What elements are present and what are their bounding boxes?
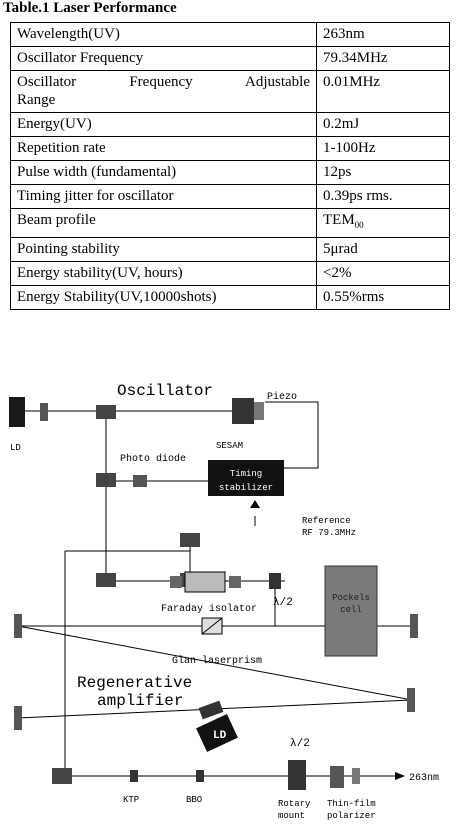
param-cell: Energy(UV) [10, 112, 317, 137]
value-cell: TEM00 [316, 208, 450, 238]
table-row: Energy(UV) 0.2mJ [10, 112, 450, 137]
laser-system-diagram: Oscillator Piezo LD SESAM Photo diode Ti… [9, 382, 439, 821]
half-wave-label: λ/2 [290, 738, 310, 750]
param-cell: Repetition rate [10, 136, 317, 161]
table-row: Energy Stability(UV,10000shots) 0.55%rms [10, 285, 450, 310]
oscillator-label: Oscillator [117, 382, 213, 400]
table-row: Repetition rate 1-100Hz [10, 136, 450, 161]
piezo-label: Piezo [267, 391, 297, 403]
param-text-line1: Oscillator Frequency Adjustable [17, 74, 310, 90]
timing-stabilizer-label: stabilizer [219, 483, 273, 493]
value-cell: 0.39ps rms. [316, 184, 450, 209]
table-row: Pointing stability 5μrad [10, 237, 450, 262]
pockels-cell-box [324, 565, 378, 657]
sesam-icon [232, 398, 254, 424]
param-text-line2: Range [17, 92, 56, 108]
lens-icon [229, 576, 241, 588]
photodiode-label: Photo diode [120, 453, 186, 465]
param-cell: Oscillator Frequency Adjustable Range [10, 70, 317, 113]
laser-performance-table: Wavelength(UV) 263nm Oscillator Frequenc… [10, 22, 450, 310]
table-row: Oscillator Frequency 79.34MHz [10, 46, 450, 71]
table-row: Oscillator Frequency Adjustable Range 0.… [10, 70, 450, 113]
piezo-icon [254, 402, 264, 420]
thin-film-polarizer-icon [330, 766, 344, 788]
pockels-cell-label: cell [340, 605, 362, 615]
param-cell: Pulse width (fundamental) [10, 160, 317, 185]
value-cell: 0.2mJ [316, 112, 450, 137]
sesam-label: SESAM [216, 441, 243, 451]
param-cell: Oscillator Frequency [10, 46, 317, 71]
mirror-icon [52, 768, 72, 784]
mirror-icon [96, 405, 116, 419]
value-cell: 79.34MHz [316, 46, 450, 71]
faraday-isolator-icon [184, 571, 226, 593]
rotary-mount-icon [288, 760, 306, 790]
value-cell: <2% [316, 261, 450, 286]
mirror-icon [407, 688, 415, 712]
ktp-crystal-icon [130, 770, 138, 782]
value-cell: 12ps [316, 160, 450, 185]
param-cell: Timing jitter for oscillator [10, 184, 317, 209]
glan-prism-label: Glan laserprism [172, 655, 262, 667]
value-cell: 1-100Hz [316, 136, 450, 161]
table-row: Wavelength(UV) 263nm [10, 22, 450, 47]
bbo-crystal-icon [196, 770, 204, 782]
value-text: TEM [323, 212, 355, 228]
pockels-cell-label: Pockels [332, 593, 370, 603]
pump-diode-box [196, 714, 238, 752]
timing-stabilizer-box [208, 460, 284, 496]
mirror-icon [40, 403, 48, 421]
gain-crystal-icon [198, 700, 224, 720]
table-caption: Table.1 Laser Performance [3, 0, 177, 16]
param-cell: Wavelength(UV) [10, 22, 317, 47]
param-cell: Energy Stability(UV,10000shots) [10, 285, 317, 310]
table-row: Energy stability(UV, hours) <2% [10, 261, 450, 286]
ld-bottom-label: LD [213, 730, 227, 742]
mirror-icon [96, 473, 116, 487]
value-subscript: 00 [354, 220, 364, 230]
param-cell: Energy stability(UV, hours) [10, 261, 317, 286]
mirror-icon [96, 573, 116, 587]
output-wavelength-label: 263nm [409, 773, 439, 784]
timing-stabilizer-label: Timing [230, 469, 262, 479]
param-cell: Beam profile [10, 208, 317, 238]
half-wave-label: λ/2 [273, 597, 293, 609]
value-cell: 0.55%rms [316, 285, 450, 310]
photodiode-icon [133, 475, 147, 487]
value-cell: 5μrad [316, 237, 450, 262]
bbo-label: BBO [186, 795, 202, 805]
reference-freq-label: RF 79.3MHz [302, 528, 356, 538]
value-cell: 263nm [316, 22, 450, 47]
reference-arrow-icon [250, 500, 260, 508]
ktp-label: KTP [123, 795, 139, 805]
thin-film-polarizer-label: polarizer [327, 811, 376, 821]
output-arrow-icon [395, 772, 405, 780]
table-row: Beam profile TEM00 [10, 208, 450, 238]
rotary-mount-label: mount [278, 811, 305, 821]
value-cell: 0.01MHz [316, 70, 450, 113]
lens-icon [170, 576, 182, 588]
param-cell: Pointing stability [10, 237, 317, 262]
mirror-icon [410, 614, 418, 638]
faraday-isolator-label: Faraday isolator [161, 603, 257, 615]
table-row: Timing jitter for oscillator 0.39ps rms. [10, 184, 450, 209]
table-row: Pulse width (fundamental) 12ps [10, 160, 450, 185]
waveplate-icon [269, 573, 281, 589]
rotary-mount-label: Rotary [278, 799, 311, 809]
reference-label: Reference [302, 516, 351, 526]
thin-film-polarizer-label: Thin-film [327, 799, 376, 809]
ld-label: LD [10, 443, 21, 453]
regenerative-label: Regenerative [77, 674, 192, 692]
mirror-icon [14, 706, 22, 730]
laser-diode-icon [9, 397, 25, 427]
mirror-icon [352, 768, 360, 784]
amplifier-label: amplifier [97, 692, 183, 710]
mirror-icon [14, 614, 22, 638]
mirror-icon [180, 533, 200, 547]
